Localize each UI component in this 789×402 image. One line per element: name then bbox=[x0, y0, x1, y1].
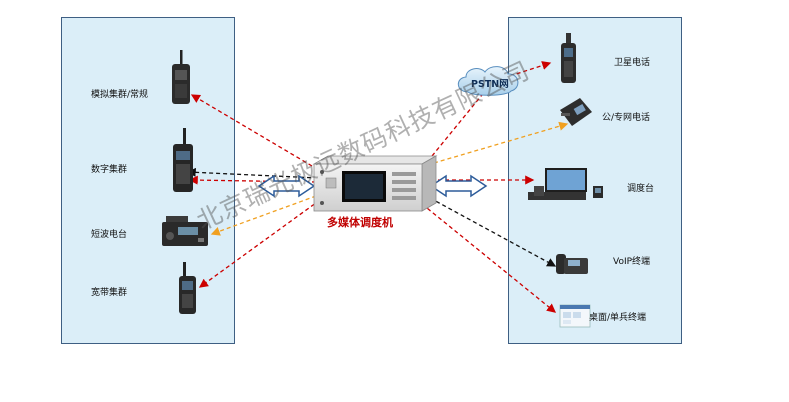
link-broadband bbox=[198, 199, 321, 288]
digital-radio-icon bbox=[173, 128, 193, 192]
right-device-label-console: 调度台 bbox=[627, 184, 655, 194]
dispatch-server-icon bbox=[312, 155, 438, 212]
right-device-label-desktop: 桌面/单兵终端 bbox=[589, 313, 647, 323]
link-shortwave bbox=[210, 195, 317, 236]
link-voip bbox=[429, 197, 557, 267]
desktop-terminal-icon bbox=[559, 304, 591, 328]
right-device-label-deskphone: 公/专网电话 bbox=[602, 113, 651, 123]
right-device-label-voip: VoIP终端 bbox=[613, 257, 651, 267]
link-deskphone bbox=[433, 121, 569, 164]
left-double-arrow bbox=[257, 174, 316, 198]
right-device-panel bbox=[508, 17, 682, 344]
left-device-panel bbox=[61, 17, 235, 344]
link-analog bbox=[190, 94, 313, 167]
link-pstn bbox=[431, 89, 487, 157]
dispatch-server-label: 多媒体调度机 bbox=[327, 216, 393, 229]
pstn-cloud-icon bbox=[457, 66, 519, 96]
left-device-label-analog: 模拟集群/常规 bbox=[91, 90, 149, 100]
right-device-label-satellite: 卫星电话 bbox=[614, 58, 651, 68]
broadband-radio-icon bbox=[179, 262, 196, 314]
satellite-phone-icon bbox=[561, 33, 576, 83]
pstn-cloud-label: PSTN网 bbox=[471, 79, 509, 90]
analog-radio-icon bbox=[172, 50, 190, 104]
dispatch-console-icon bbox=[528, 168, 603, 200]
left-device-label-digital: 数字集群 bbox=[91, 165, 128, 175]
link-desktop bbox=[421, 203, 557, 313]
desk-phone-icon bbox=[560, 98, 592, 126]
right-double-arrow bbox=[429, 174, 488, 198]
link-digital-black bbox=[186, 167, 319, 179]
voip-phone-icon bbox=[556, 254, 588, 274]
link-satellite bbox=[509, 61, 552, 77]
left-device-label-broadband: 宽带集群 bbox=[91, 288, 128, 298]
left-device-label-shortwave: 短波电台 bbox=[91, 230, 128, 240]
shortwave-radio-icon bbox=[162, 216, 208, 246]
